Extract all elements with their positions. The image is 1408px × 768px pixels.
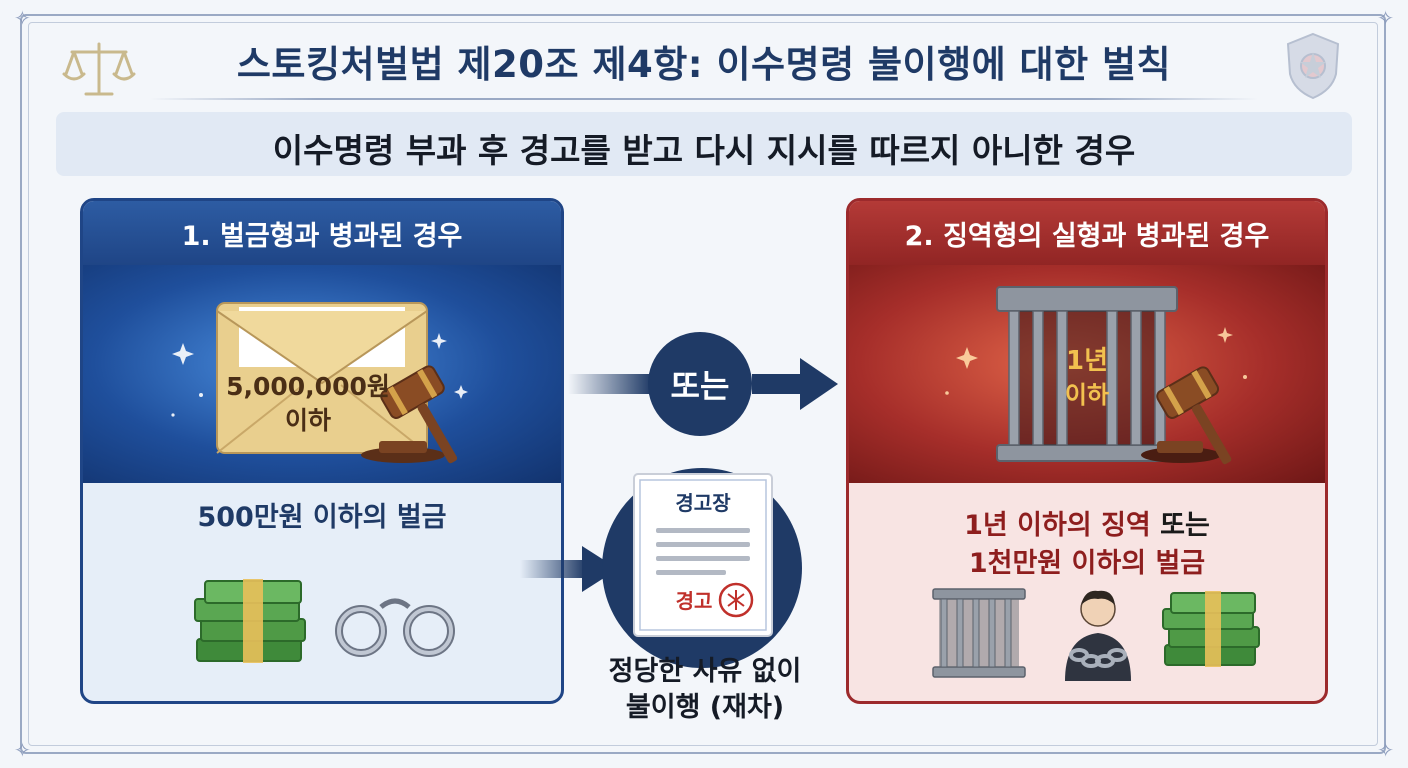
title-divider xyxy=(150,98,1258,100)
warning-document-icon: 경고장 경고 xyxy=(633,473,773,637)
prison-term-text: 1년 이하의 징역 xyxy=(964,510,1151,541)
warning-caption-line2: 불이행 (재차) xyxy=(625,692,785,723)
fine-description: 500만원 이하의 벌금 xyxy=(197,502,447,533)
prison-case-header: 2. 징역형의 실형과 병과된 경우 xyxy=(849,201,1325,265)
warning-stamp-label: 경고 xyxy=(676,589,713,613)
arrow-right-icon xyxy=(568,358,838,410)
envelope-amount: 5,000,000원 xyxy=(226,372,390,401)
gavel-icon xyxy=(361,365,458,464)
jail-limit: 이하 xyxy=(1065,381,1109,409)
page-title: 스토킹처벌법 제20조 제4항: 이수명령 불이행에 대한 벌칙 xyxy=(236,43,1172,86)
jail-bars-icon xyxy=(932,588,1026,678)
fine-case-header: 1. 벌금형과 병과된 경우 xyxy=(83,201,561,265)
corner-ornament-icon: ✧ xyxy=(1377,738,1394,762)
or-connector: 또는 xyxy=(648,332,752,436)
subtitle: 이수명령 부과 후 경고를 받고 다시 지시를 따르지 아니한 경우 xyxy=(272,131,1136,170)
prison-or-text: 또는 xyxy=(1160,510,1210,541)
warning-doc-title: 경고장 xyxy=(675,491,731,515)
police-emblem-icon xyxy=(1286,32,1340,100)
arrow-right-icon xyxy=(520,546,618,592)
warning-caption-line1: 정당한 사유 없이 xyxy=(608,656,802,687)
gavel-icon xyxy=(1141,366,1232,465)
corner-ornament-icon: ✧ xyxy=(14,738,31,762)
warning-caption: 정당한 사유 없이 불이행 (재차) xyxy=(560,654,850,726)
jail-term: 1년 xyxy=(1066,346,1108,376)
chained-person-icon xyxy=(1065,590,1131,681)
corner-ornament-icon: ✧ xyxy=(14,6,31,30)
outer-frame xyxy=(20,14,1386,754)
money-stack-icon xyxy=(1162,591,1260,667)
prison-description-line2: 1천만원 이하의 벌금 xyxy=(968,548,1206,579)
money-stack-icon xyxy=(194,579,306,663)
subtitle-bar xyxy=(56,112,1352,176)
prison-description-line1: 1년 이하의 징역 또는 xyxy=(849,503,1325,542)
envelope-scene: 5,000,000원 이하 xyxy=(83,265,561,483)
handcuffs-icon xyxy=(335,598,455,657)
envelope-limit: 이하 xyxy=(285,406,331,435)
corner-ornament-icon: ✧ xyxy=(1377,6,1394,30)
fine-case-card: 1. 벌금형과 병과된 경우 xyxy=(80,198,564,704)
inner-frame xyxy=(28,22,1378,746)
prison-case-card: 2. 징역형의 실형과 병과된 경우 xyxy=(846,198,1328,704)
scales-icon xyxy=(62,42,136,96)
jail-scene: 1년 이하 xyxy=(849,265,1325,483)
